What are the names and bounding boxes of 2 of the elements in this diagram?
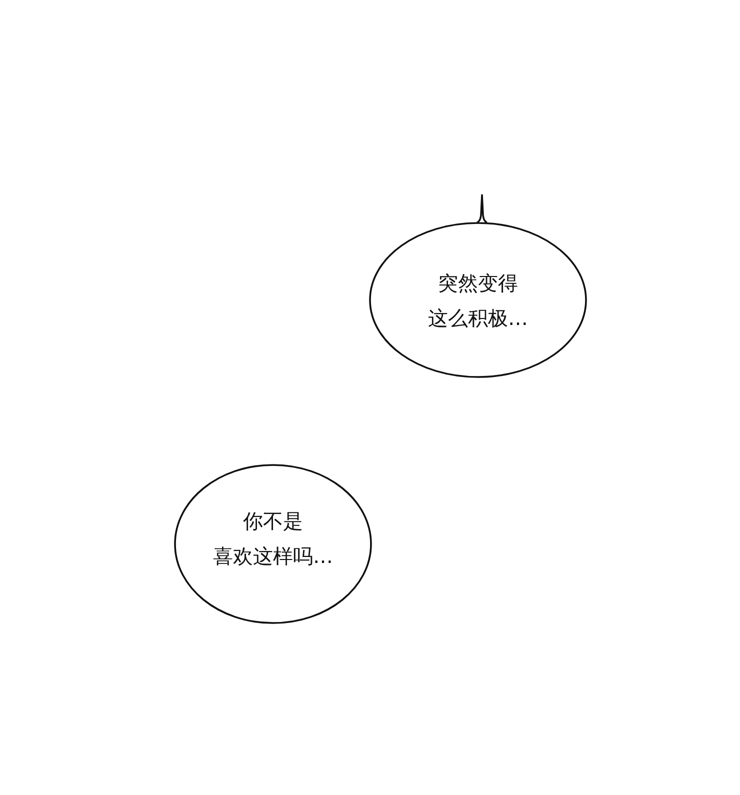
dialogue-text: 你不是喜欢这样吗… — [212, 508, 334, 570]
dialogue-text: 突然变得这么积极… — [427, 270, 529, 332]
